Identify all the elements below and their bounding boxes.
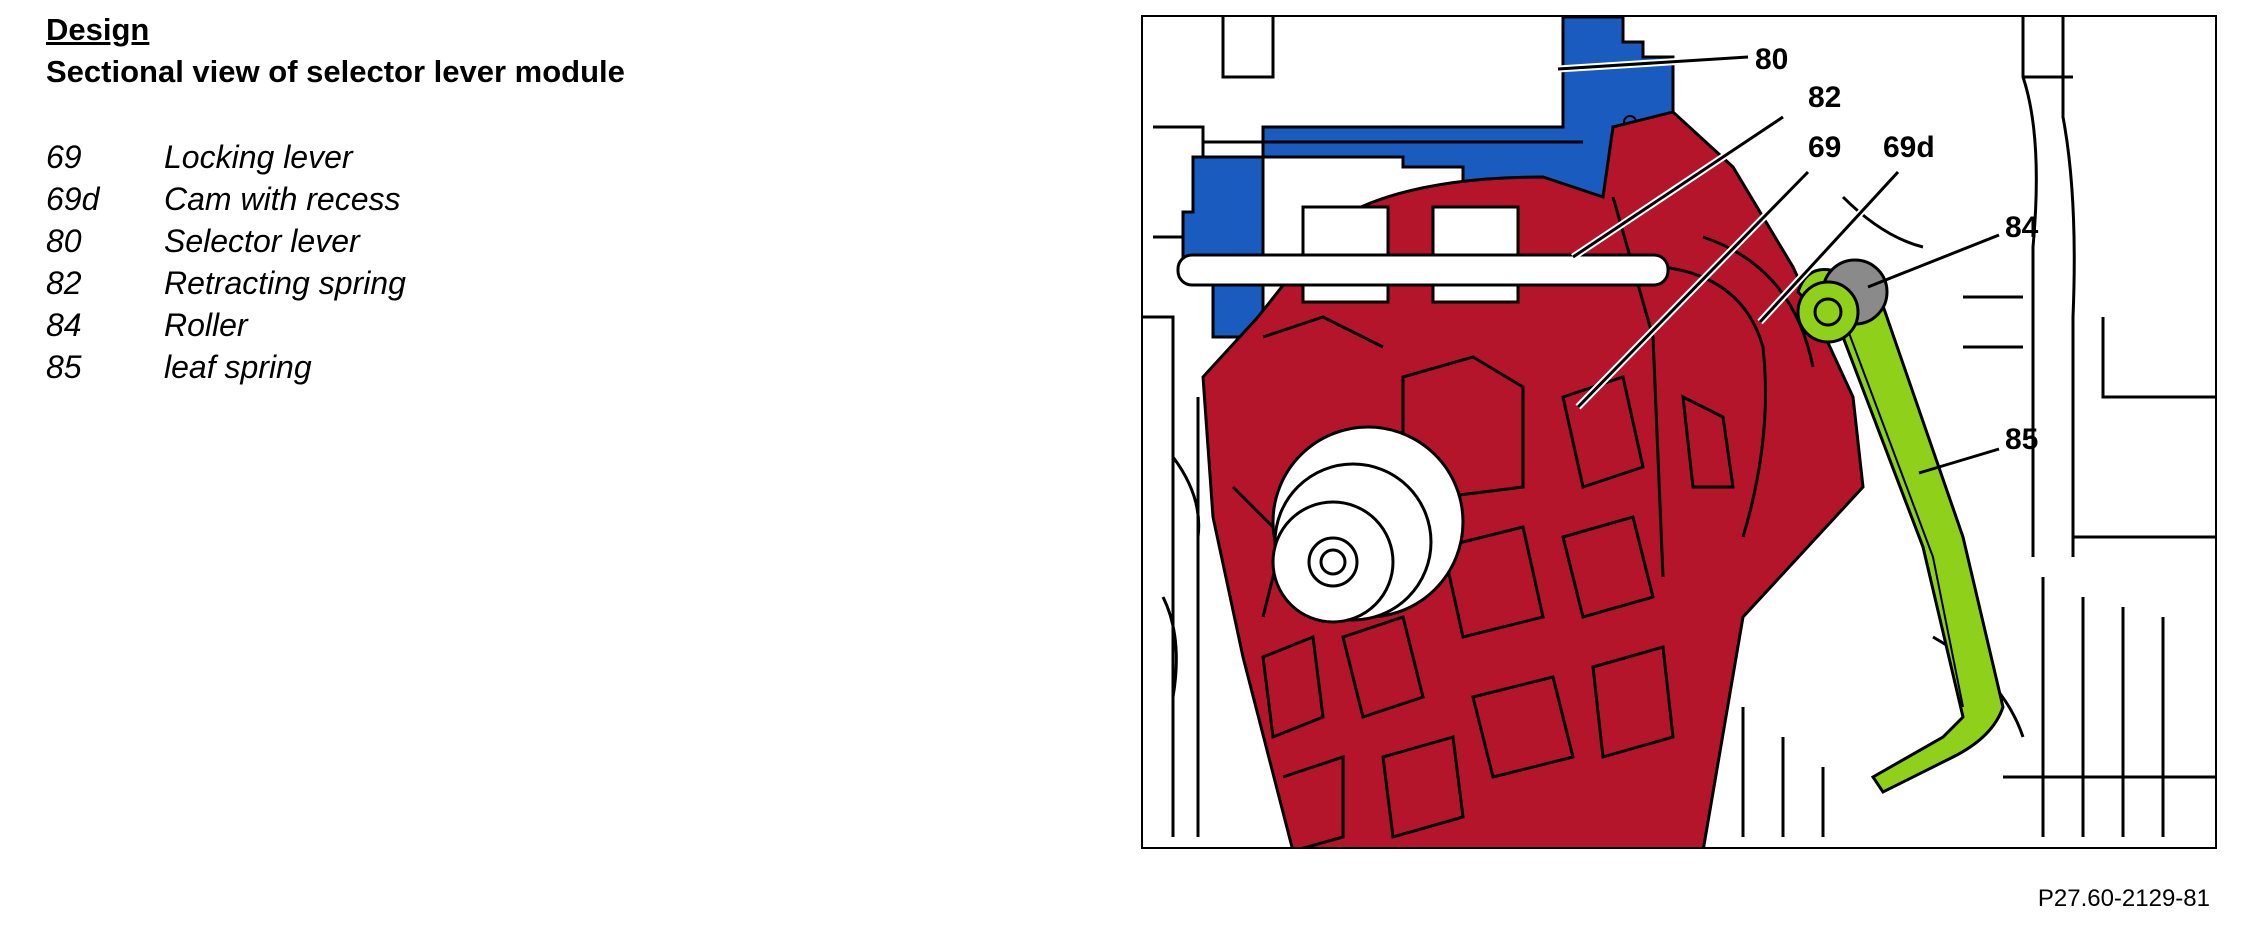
figure-reference-code: P27.60-2129-81 bbox=[2037, 885, 2210, 912]
legend-item: 85 leaf spring bbox=[46, 346, 746, 388]
leader-lines bbox=[1557, 53, 2000, 475]
pivot-shaft bbox=[1271, 425, 1465, 624]
legend-number: 69 bbox=[46, 139, 82, 175]
callout-69d: 69d bbox=[1883, 131, 1935, 164]
legend-label: Selector lever bbox=[164, 223, 360, 259]
legend-item: 69d Cam with recess bbox=[46, 178, 746, 220]
legend-number: 82 bbox=[46, 265, 82, 301]
callout-85: 85 bbox=[2005, 423, 2038, 456]
page-subtitle: Sectional view of selector lever module bbox=[46, 54, 625, 89]
legend-label: leaf spring bbox=[164, 349, 312, 385]
page-title: Design bbox=[46, 12, 150, 47]
callout-82: 82 bbox=[1808, 81, 1841, 114]
legend-item: 69 Locking lever bbox=[46, 136, 746, 178]
legend-item: 84 Roller bbox=[46, 304, 746, 346]
legend-number: 84 bbox=[46, 307, 82, 343]
legend-label: Cam with recess bbox=[164, 181, 401, 217]
selector-lever-module-illustration: 80 82 69 69d 84 85 bbox=[1141, 15, 2217, 849]
callout-69: 69 bbox=[1808, 131, 1841, 164]
callout-84: 84 bbox=[2005, 211, 2039, 244]
roller-84 bbox=[1796, 258, 1889, 344]
legend-number: 69d bbox=[46, 181, 100, 217]
callout-80: 80 bbox=[1755, 43, 1788, 76]
housing-outline bbox=[1143, 17, 2215, 837]
legend-number: 80 bbox=[46, 223, 82, 259]
retracting-spring-82 bbox=[1176, 253, 1670, 287]
legend-number: 85 bbox=[46, 349, 82, 385]
legend-item: 82 Retracting spring bbox=[46, 262, 746, 304]
legend-label: Retracting spring bbox=[164, 265, 406, 301]
legend-label: Locking lever bbox=[164, 139, 353, 175]
sectional-view-drawing: 80 82 69 69d 84 85 bbox=[1143, 17, 2215, 847]
legend-label: Roller bbox=[164, 307, 248, 343]
leaf-spring-85 bbox=[1796, 268, 2005, 794]
parts-legend: 69 Locking lever 69d Cam with recess 80 … bbox=[46, 136, 746, 388]
legend-item: 80 Selector lever bbox=[46, 220, 746, 262]
